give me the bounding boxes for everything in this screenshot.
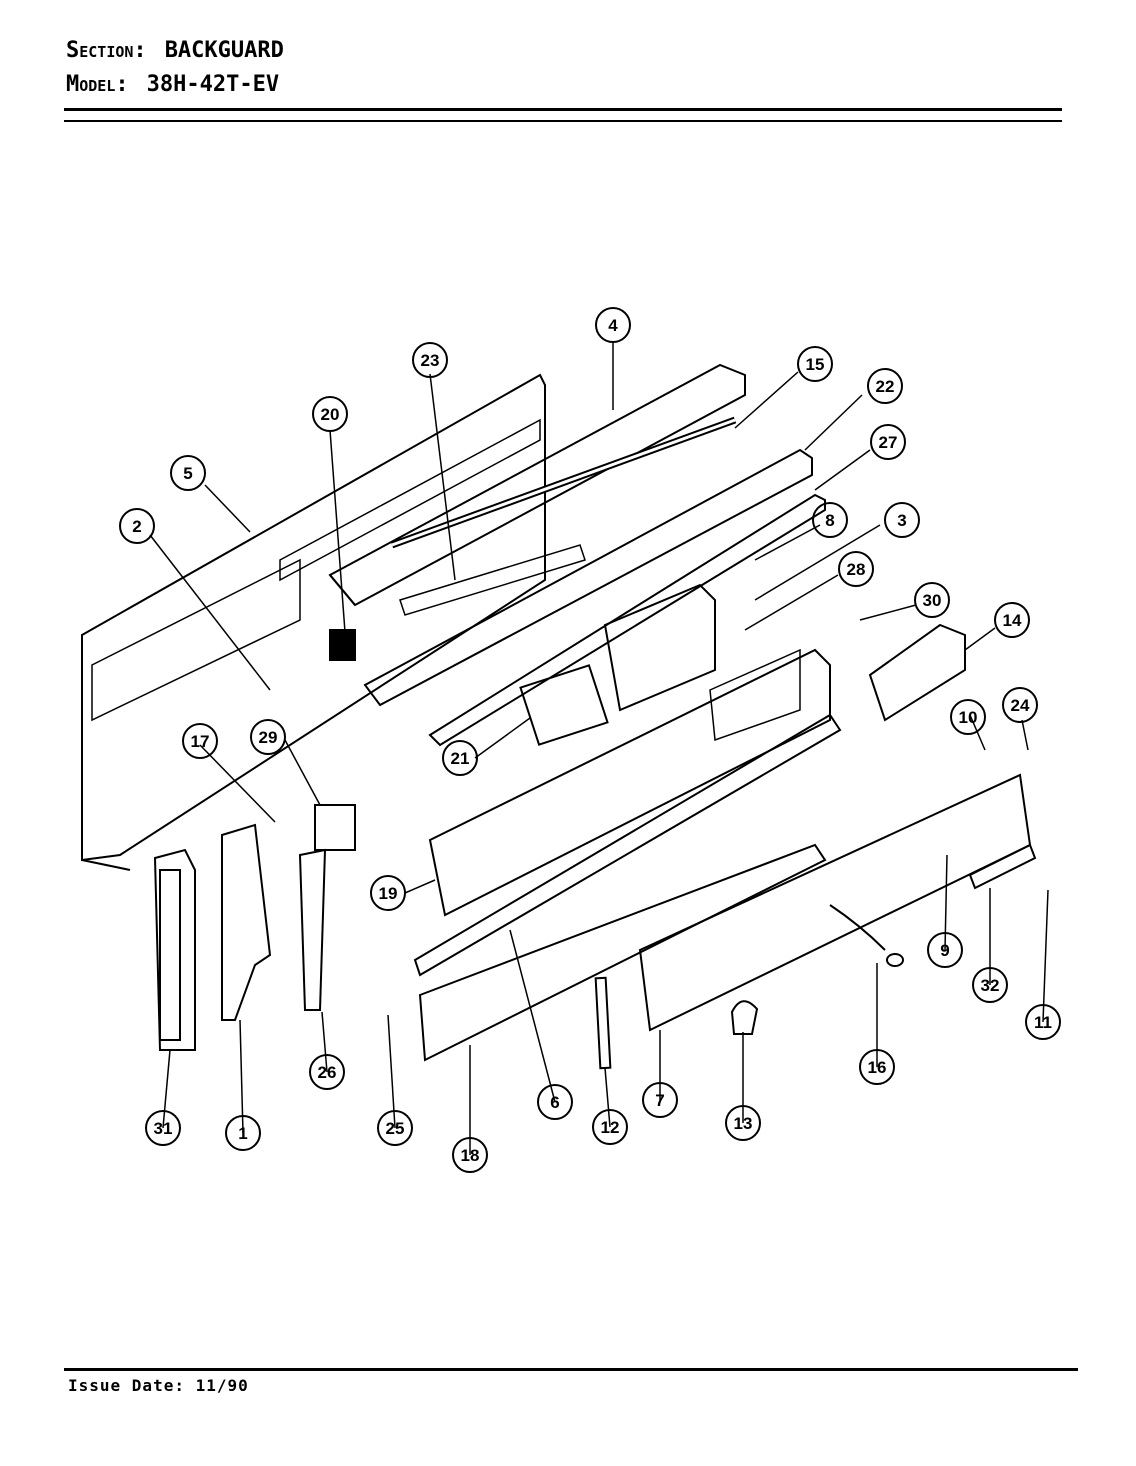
spring	[594, 976, 612, 1070]
svg-text:20: 20	[321, 405, 340, 424]
svg-text:17: 17	[191, 732, 210, 751]
callout-11: 11	[1025, 1004, 1061, 1040]
section-value: BACKGUARD	[164, 38, 284, 63]
callout-2: 2	[119, 508, 155, 544]
model-label: Model:	[66, 72, 129, 97]
callout-14: 14	[994, 602, 1030, 638]
control-board	[519, 583, 716, 746]
svg-text:27: 27	[879, 433, 898, 452]
callout-12: 12	[592, 1109, 628, 1145]
relay-box	[314, 804, 356, 851]
svg-text:13: 13	[734, 1114, 753, 1133]
svg-text:9: 9	[940, 941, 949, 960]
issue-date: Issue Date: 11/90	[68, 1376, 249, 1395]
section-label: Section:	[66, 38, 147, 63]
svg-text:24: 24	[1011, 696, 1030, 715]
backguard-panel	[81, 373, 546, 871]
callout-29: 29	[250, 719, 286, 755]
wire-harness	[829, 904, 904, 967]
svg-text:32: 32	[981, 976, 1000, 995]
callout-24: 24	[1002, 687, 1038, 723]
svg-text:10: 10	[959, 708, 978, 727]
svg-text:5: 5	[183, 464, 192, 483]
callout-15: 15	[797, 346, 833, 382]
footer-rule	[64, 1368, 1078, 1371]
callout-27: 27	[870, 424, 906, 460]
callout-28: 28	[838, 551, 874, 587]
front-trim	[413, 713, 842, 1062]
header-rule-top	[64, 108, 1062, 111]
svg-text:4: 4	[608, 316, 618, 335]
end-cap	[153, 848, 196, 1051]
section-heading: Section: BACKGUARD	[66, 38, 284, 63]
svg-text:8: 8	[825, 511, 834, 530]
svg-text:25: 25	[386, 1119, 405, 1138]
svg-text:7: 7	[655, 1091, 664, 1110]
svg-text:19: 19	[379, 884, 398, 903]
callout-7: 7	[642, 1082, 678, 1118]
callout-16: 16	[859, 1049, 895, 1085]
svg-text:28: 28	[847, 560, 866, 579]
leader-lines	[149, 342, 1049, 1155]
callout-5: 5	[170, 455, 206, 491]
control-housing	[868, 623, 966, 722]
svg-text:14: 14	[1003, 611, 1022, 630]
svg-text:16: 16	[868, 1058, 887, 1077]
model-heading: Model: 38H-42T-EV	[66, 72, 279, 97]
callout-32: 32	[972, 967, 1008, 1003]
model-value: 38H-42T-EV	[146, 72, 280, 97]
callout-4: 4	[595, 307, 631, 343]
channel-bracket	[363, 448, 813, 707]
callout-20: 20	[312, 396, 348, 432]
callout-13: 13	[725, 1105, 761, 1141]
relay-knob	[329, 629, 356, 661]
svg-text:12: 12	[601, 1118, 620, 1137]
knob-part	[730, 1000, 759, 1035]
callout-31: 31	[145, 1110, 181, 1146]
callout-10: 10	[950, 699, 986, 735]
callout-30: 30	[914, 582, 950, 618]
issue-date-value: 11/90	[195, 1376, 249, 1395]
callout-22: 22	[867, 368, 903, 404]
svg-text:6: 6	[550, 1093, 559, 1112]
callout-group: 1 2 3 4 5 6 7 8 9 10 11 12 13 14 15 16 1…	[119, 307, 1061, 1173]
callout-21: 21	[442, 740, 478, 776]
light-tube	[390, 416, 737, 549]
callout-19: 19	[370, 875, 406, 911]
svg-text:15: 15	[806, 355, 825, 374]
header-rule-bottom	[64, 120, 1062, 122]
mounting-bracket	[428, 493, 826, 747]
callout-18: 18	[452, 1137, 488, 1173]
callout-6: 6	[537, 1084, 573, 1120]
svg-text:31: 31	[154, 1119, 173, 1138]
top-trim	[328, 363, 746, 607]
hinge-bracket	[298, 848, 327, 1011]
svg-text:11: 11	[1034, 1013, 1052, 1032]
issue-date-label: Issue Date:	[68, 1376, 185, 1395]
lens-panel	[399, 544, 586, 616]
callout-9: 9	[927, 932, 963, 968]
svg-text:30: 30	[923, 591, 942, 610]
svg-text:23: 23	[421, 351, 440, 370]
svg-text:29: 29	[259, 728, 278, 747]
callout-3: 3	[884, 502, 920, 538]
svg-text:21: 21	[451, 749, 470, 768]
callout-23: 23	[412, 342, 448, 378]
switch-plate	[968, 843, 1037, 890]
side-bracket	[221, 823, 272, 1021]
callout-17: 17	[182, 723, 218, 759]
svg-text:1: 1	[238, 1124, 247, 1143]
lower-frame	[428, 648, 831, 917]
svg-text:3: 3	[897, 511, 906, 530]
callout-8: 8	[812, 502, 848, 538]
callout-1: 1	[225, 1115, 261, 1151]
svg-text:26: 26	[318, 1063, 337, 1082]
callout-25: 25	[377, 1110, 413, 1146]
svg-text:18: 18	[461, 1146, 480, 1165]
svg-text:22: 22	[876, 377, 895, 396]
svg-text:2: 2	[132, 517, 141, 536]
callout-26: 26	[309, 1054, 345, 1090]
